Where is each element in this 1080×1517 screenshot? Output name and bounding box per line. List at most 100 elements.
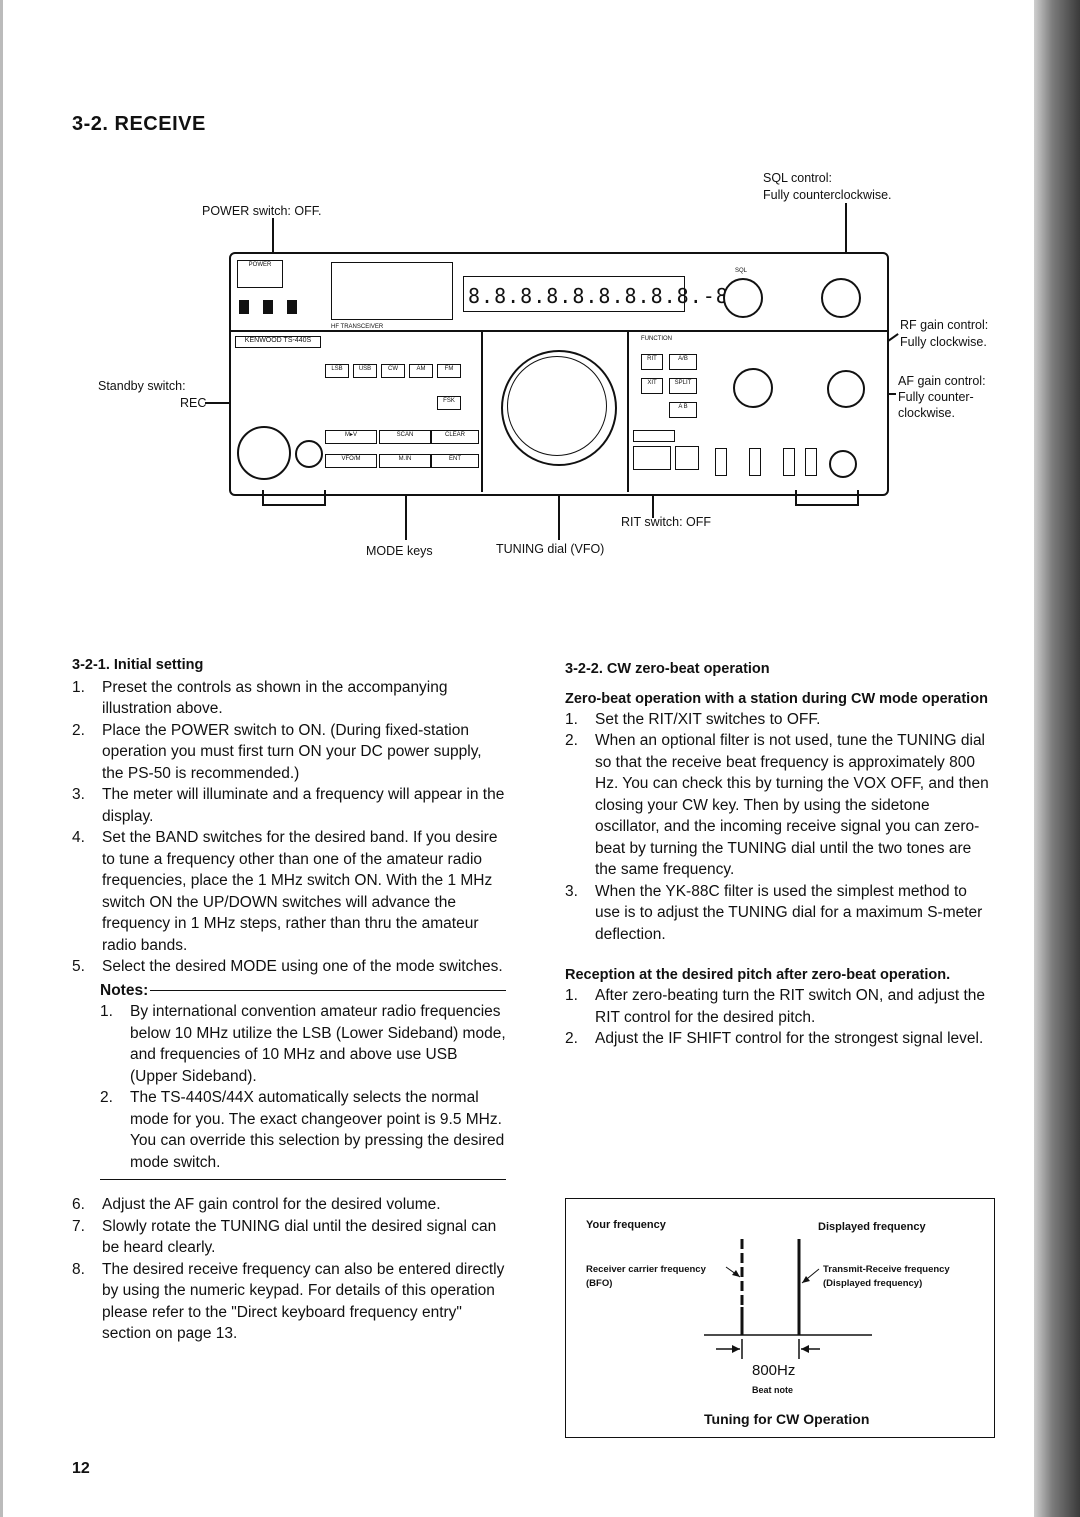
sql-notch-knob[interactable] (821, 278, 861, 318)
panel-divider (231, 330, 887, 332)
radio-foot-left (262, 490, 326, 506)
power-leader (272, 218, 274, 270)
sql-caption-2: Fully counterclockwise. (763, 188, 892, 202)
memory-key-min[interactable]: M.IN (379, 454, 431, 468)
diagram-caption: Tuning for CW Operation (704, 1411, 870, 1427)
sql-leader (845, 203, 847, 281)
standby-leader (205, 402, 235, 404)
band-down-key[interactable] (633, 446, 671, 470)
frequency-display (463, 276, 685, 312)
mode-key-lsb[interactable]: LSB (325, 364, 349, 378)
selectivity-knob[interactable] (829, 450, 857, 478)
list-item: 6.Adjust the AF gain control for the des… (72, 1196, 441, 1213)
split-key[interactable]: SPLIT (669, 378, 697, 394)
notch-switch[interactable] (783, 448, 795, 476)
standby-caption-2: REC (180, 396, 207, 410)
mic-car-knob[interactable] (723, 278, 763, 318)
hf-transceiver-label: HF TRANSCEIVER (331, 324, 384, 330)
list-item: 2.Adjust the IF SHIFT control for the st… (565, 1030, 984, 1047)
notes-rule (150, 989, 506, 991)
rf-caption-2: Fully clockwise. (900, 335, 987, 349)
list-item: 5.Select the desired MODE using one of t… (72, 958, 503, 975)
beat-note-graphic (704, 1239, 872, 1359)
s-meter (331, 262, 453, 320)
displayed-frequency-label: Displayed frequency (818, 1221, 926, 1233)
pitch-subheading: Reception at the desired pitch after zer… (565, 967, 951, 983)
list-item: 7.Slowly rotate the TUNING dial until th… (72, 1217, 497, 1257)
list-item: 1.After zero-beating turn the RIT switch… (565, 987, 985, 1026)
af-caption-3: clockwise. (898, 406, 955, 420)
power-caption: POWER switch: OFF. (202, 204, 322, 218)
function-label: FUNCTION (641, 336, 672, 342)
notes-block: Notes: 1.By international convention ama… (100, 980, 506, 1180)
scan-left-edge (0, 0, 3, 1517)
scan-right-edge (1034, 0, 1080, 1517)
zero-beat-subheading: Zero-beat operation with a station durin… (565, 690, 988, 707)
rit-knob[interactable] (733, 368, 773, 408)
power-switch[interactable]: POWER (237, 260, 283, 288)
notes-label: Notes: (100, 981, 149, 999)
mode-caption: MODE keys (366, 544, 433, 558)
list-item: 2.When an optional filter is not used, t… (565, 732, 989, 878)
agc-switch[interactable] (805, 448, 817, 476)
af-rf-knob[interactable] (827, 370, 865, 408)
voice-switch[interactable] (239, 300, 249, 314)
mode-key-fsk[interactable]: FSK (437, 396, 461, 410)
display-digits: 8.8.8.8.8.8.8.8.8.-8.8. (468, 284, 768, 308)
af-caption-2: Fully counter- (898, 390, 974, 404)
cw-tuning-diagram: Your frequency Displayed frequency Recei… (565, 1198, 995, 1438)
memory-key-clear[interactable]: CLEAR (431, 430, 479, 444)
list-item: 3.When the YK-88C filter is used the sim… (565, 882, 983, 943)
mode-key-am[interactable]: AM (409, 364, 433, 378)
band-up-key[interactable] (675, 446, 699, 470)
att-switch[interactable] (287, 300, 297, 314)
rcf-label-2: (BFO) (586, 1278, 613, 1289)
a-b-key[interactable]: A B (669, 402, 697, 418)
standby-caption: Standby switch: (98, 379, 186, 393)
memory-key-vfom[interactable]: VFO/M (325, 454, 377, 468)
note-item: 1.By international convention amateur ra… (100, 1003, 506, 1085)
sql-label: SQL (735, 268, 748, 274)
memory-key-scan[interactable]: SCAN (379, 430, 431, 444)
mode-key-fm[interactable]: FM (437, 364, 461, 378)
memory-key-ent[interactable]: ENT (431, 454, 479, 468)
ab-key[interactable]: A/B (669, 354, 697, 370)
notes-header: Notes: (100, 980, 506, 1002)
your-frequency-label: Your frequency (586, 1219, 666, 1231)
sql-caption: SQL control: (763, 171, 833, 185)
memory-key-mv[interactable]: M▸V (325, 430, 377, 444)
radio-foot-right (795, 490, 859, 506)
flock-switch[interactable] (715, 448, 727, 476)
mic-jack (237, 426, 291, 480)
xit-key[interactable]: XIT (641, 378, 663, 394)
initial-setting-heading: 3-2-1. Initial setting (72, 657, 204, 673)
mode-key-cw[interactable]: CW (381, 364, 405, 378)
section-title: 3-2. RECEIVE (72, 113, 206, 135)
list-item: 8.The desired receive frequency can also… (72, 1260, 505, 1343)
nb-switch[interactable] (263, 300, 273, 314)
list-item: 1.Preset the controls as shown in the ac… (72, 678, 448, 718)
list-item: 1.Set the RIT/XIT switches to OFF. (565, 710, 821, 728)
cw-zero-beat-heading: 3-2-2. CW zero-beat operation (565, 661, 770, 677)
phones-jack (295, 440, 323, 468)
trf-label: Transmit-Receive frequency (823, 1264, 950, 1275)
note-item: 2.The TS-440S/44X automatically selects … (100, 1089, 505, 1171)
list-item: 2.Place the POWER switch to ON. (During … (72, 721, 482, 782)
brand-badge: KENWOOD TS-440S (235, 336, 321, 348)
tuning-dial-inner (507, 356, 607, 456)
hz-label: 800Hz (752, 1362, 796, 1379)
transceiver-panel: POWER HF TRANSCEIVER 8.8.8.8.8.8.8.8.8.-… (229, 252, 889, 496)
rf-caption: RF gain control: (900, 318, 989, 332)
band-1mhz-key[interactable] (633, 430, 675, 442)
proc-switch[interactable] (749, 448, 761, 476)
beat-note-label: Beat note (752, 1385, 794, 1395)
list-item: 4.Set the BAND switches for the desired … (72, 829, 498, 954)
rit-caption: RIT switch: OFF (621, 515, 712, 529)
tuning-caption: TUNING dial (VFO) (496, 542, 605, 556)
list-item: 3.The meter will illuminate and a freque… (72, 786, 505, 825)
power-label: POWER (248, 262, 272, 268)
rit-key[interactable]: RIT (641, 354, 663, 370)
left-column: 3-2-1. Initial setting 1.Preset the cont… (72, 655, 506, 1345)
panel-divider-v2 (627, 332, 629, 492)
mode-key-usb[interactable]: USB (353, 364, 377, 378)
